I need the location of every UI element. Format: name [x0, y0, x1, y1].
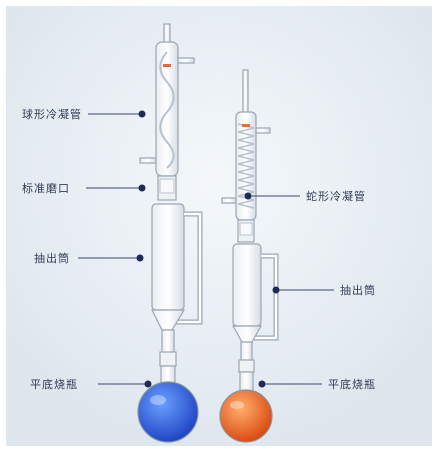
label-flask-right: 平底烧瓶 [328, 378, 376, 391]
marker-ground-joint [138, 184, 146, 192]
extractor-body [151, 203, 185, 311]
right-apparatus [219, 69, 279, 443]
leader-lines [78, 110, 334, 388]
label-extractor-left: 抽出筒 [34, 252, 70, 265]
marker-extractor-left [136, 254, 144, 262]
label-coil-condenser: 蛇形冷凝管 [306, 190, 366, 203]
marker-bulb-condenser [138, 110, 146, 118]
marker-flask-right [258, 380, 266, 388]
label-bulb-condenser: 球形冷凝管 [22, 108, 82, 121]
label-flask-left: 平底烧瓶 [30, 378, 78, 391]
right-extractor-body [232, 243, 262, 327]
background-panel [6, 6, 432, 446]
right-flask [219, 389, 273, 443]
label-extractor-right: 抽出筒 [340, 284, 376, 297]
left-apparatus [137, 23, 203, 443]
marker-coil-condenser [244, 192, 252, 200]
marker-extractor-right [272, 286, 280, 294]
marker-flask-left [144, 380, 152, 388]
label-ground-joint: 标准磨口 [22, 182, 70, 195]
left-flask [137, 381, 199, 443]
